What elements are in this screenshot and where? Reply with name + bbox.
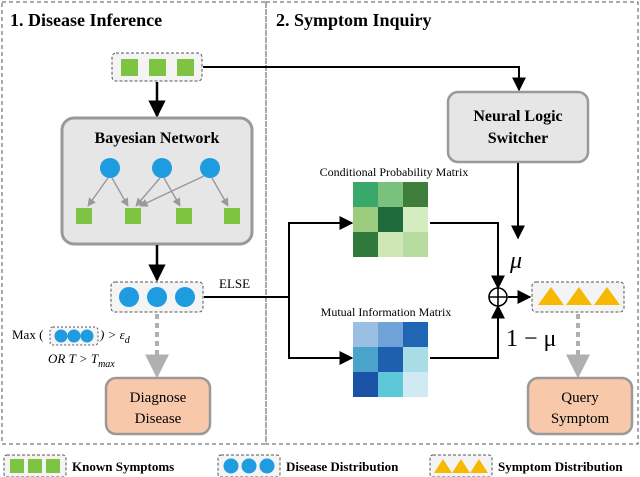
disease-node: [152, 158, 172, 178]
left-panel-title: 1. Disease Inference: [10, 10, 162, 30]
conditional-matrix-title: Conditional Probability Matrix: [320, 165, 469, 179]
else-label: ELSE: [219, 276, 250, 291]
svg-text:) > εd: ) > εd: [99, 327, 131, 346]
combine-operator: [488, 287, 508, 307]
matrix-cell: [403, 347, 428, 372]
matrix-cell: [378, 347, 403, 372]
query-line2: Symptom: [551, 411, 610, 427]
arrow-conditional-to-combine: [430, 222, 505, 290]
matrix-cell: [403, 322, 428, 347]
diagnose-disease-box: Diagnose Disease: [104, 376, 212, 436]
mutual-information-matrix: [353, 322, 428, 397]
legend-disease-label: Disease Distribution: [286, 459, 399, 474]
stopping-condition: Max ( ) > εd OR T > Tmax: [12, 326, 131, 370]
legend-symptom-distribution: Symptom Distribution: [429, 454, 623, 477]
mutual-matrix-title: Mutual Information Matrix: [321, 305, 452, 319]
disease-node: [200, 158, 220, 178]
max-suffix: ) > ε: [99, 327, 126, 342]
matrix-cell: [403, 232, 428, 257]
matrix-cell: [403, 182, 428, 207]
known-symptoms-input: [111, 52, 203, 82]
matrix-cell: [403, 207, 428, 232]
neural-logic-switcher-box: Neural Logic Switcher: [446, 90, 590, 164]
max-prefix: Max (: [12, 327, 43, 342]
symptom-square: [177, 59, 194, 76]
arrow-mutual-to-combine: [430, 304, 505, 359]
symptom-square: [149, 59, 166, 76]
disease-node: [100, 158, 120, 178]
disease-distribution: [110, 281, 204, 313]
matrix-cell: [378, 372, 403, 397]
legend-symptom-label: Symptom Distribution: [498, 459, 623, 474]
symptom-node: [125, 208, 141, 224]
matrix-cell: [353, 322, 378, 347]
or-text: OR T > T: [48, 351, 99, 366]
query-symptom-box: Query Symptom: [526, 376, 634, 436]
right-panel-title: 2. Symptom Inquiry: [276, 10, 432, 30]
max-sub: d: [125, 335, 131, 346]
diagnose-line1: Diagnose: [130, 390, 187, 406]
right-panel: [265, 1, 639, 445]
svg-text:OR T > Tmax: OR T > Tmax: [48, 351, 115, 370]
or-sub: max: [98, 359, 115, 370]
matrix-cell: [378, 232, 403, 257]
matrix-cell: [353, 182, 378, 207]
query-line1: Query: [561, 390, 599, 406]
one-minus-mu-label: 1 − μ: [506, 326, 556, 352]
conditional-probability-matrix: [353, 182, 428, 257]
matrix-cell: [378, 182, 403, 207]
matrix-cell: [378, 322, 403, 347]
legend-known-label: Known Symptoms: [72, 459, 174, 474]
matrix-cell: [378, 207, 403, 232]
arrow-input-to-switcher: [203, 66, 526, 92]
legend-known-symptoms: Known Symptoms: [3, 454, 174, 477]
legend: Known Symptoms Disease Distribution Symp…: [3, 454, 623, 477]
matrix-cell: [353, 207, 378, 232]
arrow-to-conditional-matrix: [288, 216, 354, 297]
diagnose-line2: Disease: [135, 411, 182, 427]
bayesian-network-title: Bayesian Network: [95, 130, 220, 147]
legend-disease-distribution: Disease Distribution: [217, 454, 399, 477]
bayesian-network-box: Bayesian Network: [60, 116, 254, 246]
symptom-distribution: [531, 281, 625, 313]
mu-label: μ: [509, 248, 522, 274]
switcher-line2: Switcher: [488, 130, 548, 147]
matrix-cell: [353, 347, 378, 372]
arrow-to-mutual-matrix: [288, 297, 354, 365]
symptom-node: [224, 208, 240, 224]
symptom-node: [176, 208, 192, 224]
symptom-node: [76, 208, 92, 224]
matrix-cell: [403, 372, 428, 397]
symptom-square: [121, 59, 138, 76]
matrix-cell: [353, 232, 378, 257]
switcher-line1: Neural Logic: [473, 108, 562, 125]
matrix-cell: [353, 372, 378, 397]
